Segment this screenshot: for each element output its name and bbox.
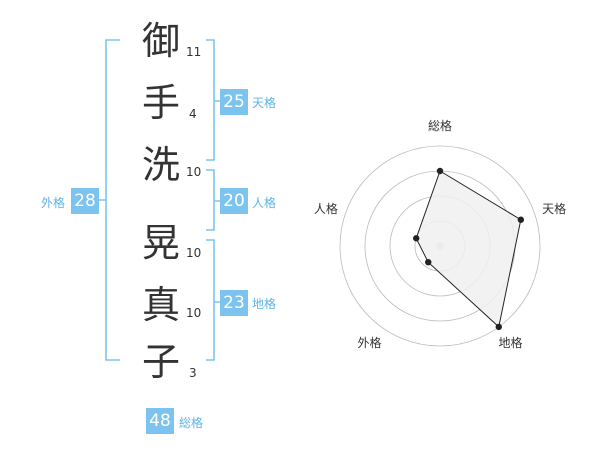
radar-point-4 (425, 258, 432, 266)
jinkaku-label: 人格 (252, 196, 277, 210)
radar-axis-label-5: 人格 (314, 201, 338, 216)
chikaku-label: 地格 (252, 297, 277, 311)
stroke-count-4: 10 (186, 246, 202, 260)
gaikaku-value: 28 (71, 188, 99, 214)
name-char-6: 子 (141, 340, 180, 384)
radar-point-5 (413, 235, 420, 242)
radar-points (413, 167, 525, 331)
name-char-5: 真 (141, 283, 180, 327)
bracket-chikaku (206, 239, 220, 361)
radar-point-3 (495, 323, 502, 331)
stroke-count-1: 11 (186, 45, 202, 59)
radar-point-2 (517, 216, 525, 223)
radar-axis-label-3: 地格 (498, 335, 522, 350)
radar-area (415, 170, 522, 328)
bracket-tenkaku (206, 39, 220, 161)
stroke-count-6: 3 (189, 366, 197, 380)
radar-axis-label-4: 外格 (357, 335, 381, 350)
name-char-2: 手 (141, 81, 180, 125)
radar-axis-label-2: 天格 (542, 201, 566, 216)
gaikaku-label: 外格 (41, 196, 66, 210)
radar-polygon (415, 170, 522, 328)
tenkaku-label: 天格 (252, 96, 277, 110)
tenkaku-value: 25 (220, 89, 248, 115)
name-char-1: 御 (141, 19, 180, 63)
stroke-count-3: 10 (186, 165, 202, 179)
bracket-jinkaku (206, 169, 220, 231)
chikaku-value: 23 (220, 290, 248, 316)
soukaku-value: 48 (146, 408, 174, 434)
name-char-4: 晃 (141, 221, 180, 265)
radar-ring-4 (339, 145, 541, 347)
jinkaku-value: 20 (220, 188, 248, 214)
soukaku-label: 総格 (179, 416, 204, 430)
radar-point-1 (436, 167, 444, 175)
radar-axis-label-1: 総格 (428, 118, 452, 133)
stroke-count-2: 4 (189, 107, 197, 121)
stroke-count-5: 10 (186, 306, 202, 320)
name-char-3: 洗 (141, 143, 180, 187)
